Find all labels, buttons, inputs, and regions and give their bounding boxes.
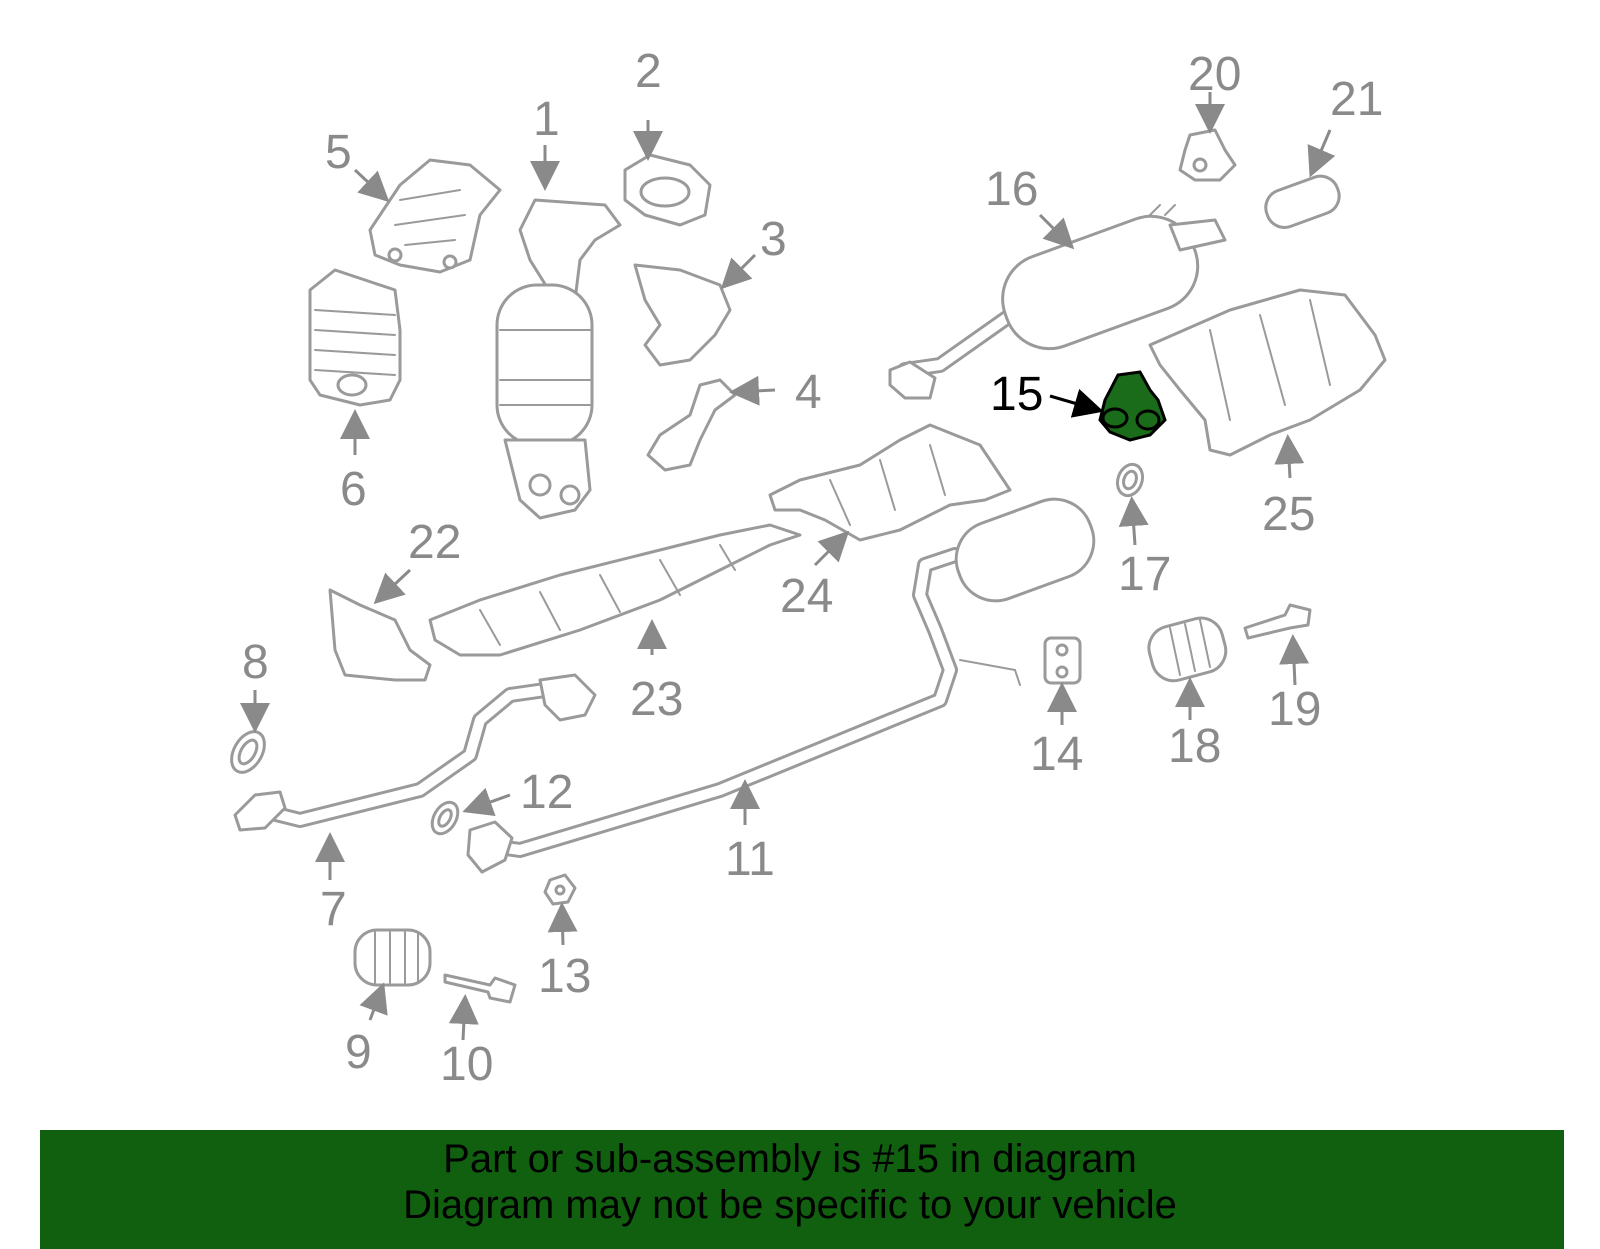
part-20-hanger [1178,128,1237,182]
part-14-hanger [1043,636,1082,685]
part-11-middle-pipe [466,497,1096,874]
part-13-nut [543,873,577,906]
part-1-catalytic-converter [495,198,622,520]
banner-part-line: Part or sub-assembly is #15 in diagram [443,1137,1137,1181]
label-20: 20 [1188,48,1241,101]
label-6: 6 [340,463,367,516]
part-15-hanger-highlighted [1098,370,1167,442]
part-6-heat-shield [308,268,402,407]
label-16: 16 [985,163,1038,216]
label-5: 5 [325,126,352,179]
part-19-bolt [1243,603,1312,640]
part-2-gasket [623,153,712,227]
part-21-damper [1264,174,1341,229]
label-14: 14 [1030,728,1083,781]
part-4-bracket [646,378,737,472]
label-23: 23 [630,673,683,726]
label-11: 11 [725,833,775,886]
label-4: 4 [795,366,822,419]
part-18-spring [1147,616,1228,683]
label-7: 7 [320,883,347,936]
label-3: 3 [760,213,787,266]
label-9: 9 [345,1026,372,1079]
part-10-bolt [443,973,517,1004]
label-24: 24 [780,570,833,623]
part-3-bracket [633,263,732,367]
label-18: 18 [1168,720,1221,773]
label-2: 2 [635,45,662,98]
banner-disclaimer-line: Diagram may not be specific to your vehi… [403,1183,1177,1227]
label-8: 8 [242,636,269,689]
label-22: 22 [408,516,461,569]
part-23-heat-shield [428,523,802,657]
part-12-gasket [430,800,460,836]
label-12: 12 [520,766,573,819]
label-25: 25 [1262,488,1315,541]
part-8-gasket [230,730,266,774]
label-17: 17 [1118,548,1171,601]
part-16-muffler [888,204,1227,400]
part-9-spring [353,928,432,987]
label-21: 21 [1330,73,1383,126]
label-1: 1 [533,93,560,146]
part-25-heat-shield [1148,288,1387,457]
label-15-highlighted: 15 [990,368,1043,421]
label-19: 19 [1268,683,1321,736]
leader-lines [240,92,1336,1041]
part-22-bracket [328,588,432,682]
part-5-heat-shield [368,158,502,274]
label-10: 10 [440,1038,493,1091]
part-17-ring [1115,462,1145,498]
label-13: 13 [538,950,591,1003]
part-24-heat-shield [768,423,1012,542]
info-banner: Part or sub-assembly is #15 in diagram D… [40,1130,1564,1249]
part-7-front-pipe [233,673,597,832]
